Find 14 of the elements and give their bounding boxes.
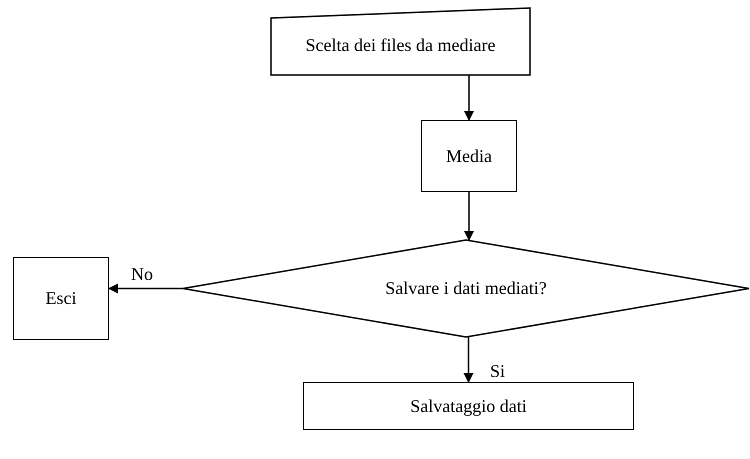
node-label: Esci [46,288,76,309]
arrow [108,284,183,294]
node-label: Media [446,146,492,166]
arrow [464,192,474,241]
arrow [464,75,474,121]
manual-input-shape [271,8,530,75]
process-box [13,257,109,340]
process-box [421,120,517,192]
process-box [303,382,634,430]
node-label: Scelta dei files da mediare [306,34,496,56]
node-label: Salvare i dati mediati? [385,278,547,299]
node-label: Salvataggio dati [410,396,527,416]
arrow [464,337,474,383]
decision-diamond [183,240,749,337]
